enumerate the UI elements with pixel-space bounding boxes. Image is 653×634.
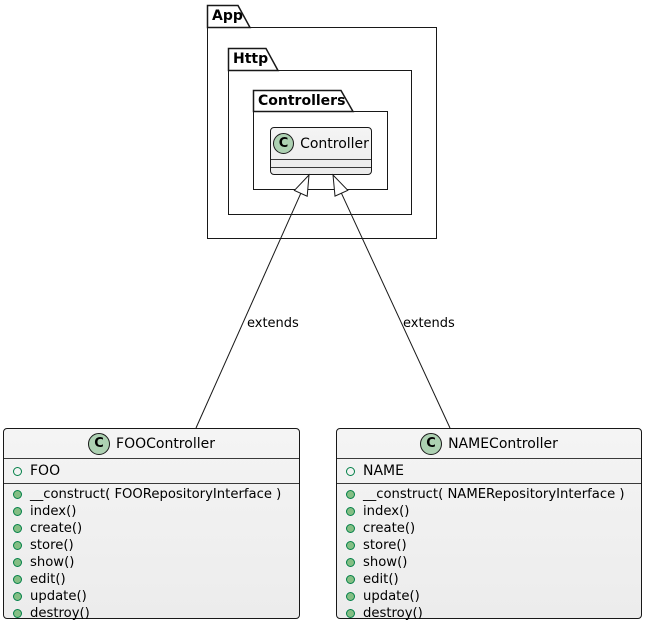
- method-label: destroy(): [363, 606, 423, 621]
- method-row: index(): [13, 503, 299, 520]
- method-label: __construct( NAMERepositoryInterface ): [363, 487, 625, 502]
- method-visibility-icon: [13, 609, 22, 618]
- method-row: index(): [346, 503, 641, 520]
- method-label: show(): [30, 555, 75, 570]
- class-namecontroller-name: NAMEController: [448, 435, 558, 452]
- package-controllers-label: Controllers: [258, 93, 346, 109]
- field-row: NAME: [337, 459, 641, 484]
- method-row: destroy(): [346, 605, 641, 622]
- method-row: destroy(): [13, 605, 299, 622]
- methods-compartment: __construct( NAMERepositoryInterface ) i…: [337, 484, 641, 622]
- methods-compartment: __construct( FOORepositoryInterface ) in…: [4, 484, 299, 622]
- method-row: __construct( NAMERepositoryInterface ): [346, 486, 641, 503]
- class-stereotype-icon: C: [88, 432, 111, 455]
- method-label: create(): [30, 521, 83, 536]
- class-namecontroller-header: C NAMEController: [337, 429, 641, 459]
- method-row: show(): [13, 554, 299, 571]
- method-visibility-icon: [346, 609, 355, 618]
- class-foocontroller: C FOOController FOO __construct( FOORepo…: [3, 428, 300, 622]
- method-row: edit(): [13, 571, 299, 588]
- method-visibility-icon: [346, 575, 355, 584]
- edge-label-extends-left: extends: [247, 316, 299, 331]
- method-label: index(): [30, 504, 77, 519]
- method-row: store(): [13, 537, 299, 554]
- method-visibility-icon: [13, 592, 22, 601]
- field-row: FOO: [4, 459, 299, 484]
- field-visibility-icon: [346, 466, 355, 476]
- edge-label-extends-right: extends: [403, 316, 455, 331]
- class-foocontroller-name: FOOController: [116, 435, 215, 452]
- class-stereotype-icon: C: [420, 432, 443, 455]
- method-label: edit(): [30, 572, 66, 587]
- method-row: update(): [13, 588, 299, 605]
- method-row: create(): [13, 520, 299, 537]
- package-app-label: App: [212, 8, 243, 24]
- method-label: index(): [363, 504, 410, 519]
- method-visibility-icon: [13, 507, 22, 516]
- class-foocontroller-header: C FOOController: [4, 429, 299, 459]
- method-label: __construct( FOORepositoryInterface ): [30, 487, 282, 502]
- method-label: edit(): [363, 572, 399, 587]
- method-visibility-icon: [13, 524, 22, 533]
- field-label: NAME: [363, 463, 404, 479]
- method-label: store(): [30, 538, 74, 553]
- class-controller-header: C Controller: [271, 128, 371, 160]
- field-visibility-icon: [13, 466, 22, 476]
- controller-methods-compartment: [271, 168, 371, 174]
- method-visibility-icon: [13, 490, 22, 499]
- method-row: update(): [346, 588, 641, 605]
- field-label: FOO: [30, 463, 61, 479]
- method-label: store(): [363, 538, 407, 553]
- method-row: __construct( FOORepositoryInterface ): [13, 486, 299, 503]
- class-controller-name: Controller: [300, 135, 369, 152]
- class-namecontroller: C NAMEController NAME __construct( NAMER…: [336, 428, 642, 622]
- package-http-label: Http: [233, 51, 269, 67]
- method-row: store(): [346, 537, 641, 554]
- method-visibility-icon: [346, 541, 355, 550]
- method-label: destroy(): [30, 606, 90, 621]
- class-controller: C Controller: [270, 127, 372, 175]
- method-visibility-icon: [13, 558, 22, 567]
- method-visibility-icon: [346, 490, 355, 499]
- method-label: update(): [30, 589, 87, 604]
- method-label: show(): [363, 555, 408, 570]
- method-row: edit(): [346, 571, 641, 588]
- method-visibility-icon: [346, 524, 355, 533]
- controller-fields-compartment: [271, 160, 371, 168]
- method-label: create(): [363, 521, 416, 536]
- class-stereotype-icon: C: [273, 133, 295, 154]
- method-visibility-icon: [13, 575, 22, 584]
- method-row: create(): [346, 520, 641, 537]
- method-visibility-icon: [346, 507, 355, 516]
- method-row: show(): [346, 554, 641, 571]
- method-visibility-icon: [346, 558, 355, 567]
- method-label: update(): [363, 589, 420, 604]
- method-visibility-icon: [13, 541, 22, 550]
- method-visibility-icon: [346, 592, 355, 601]
